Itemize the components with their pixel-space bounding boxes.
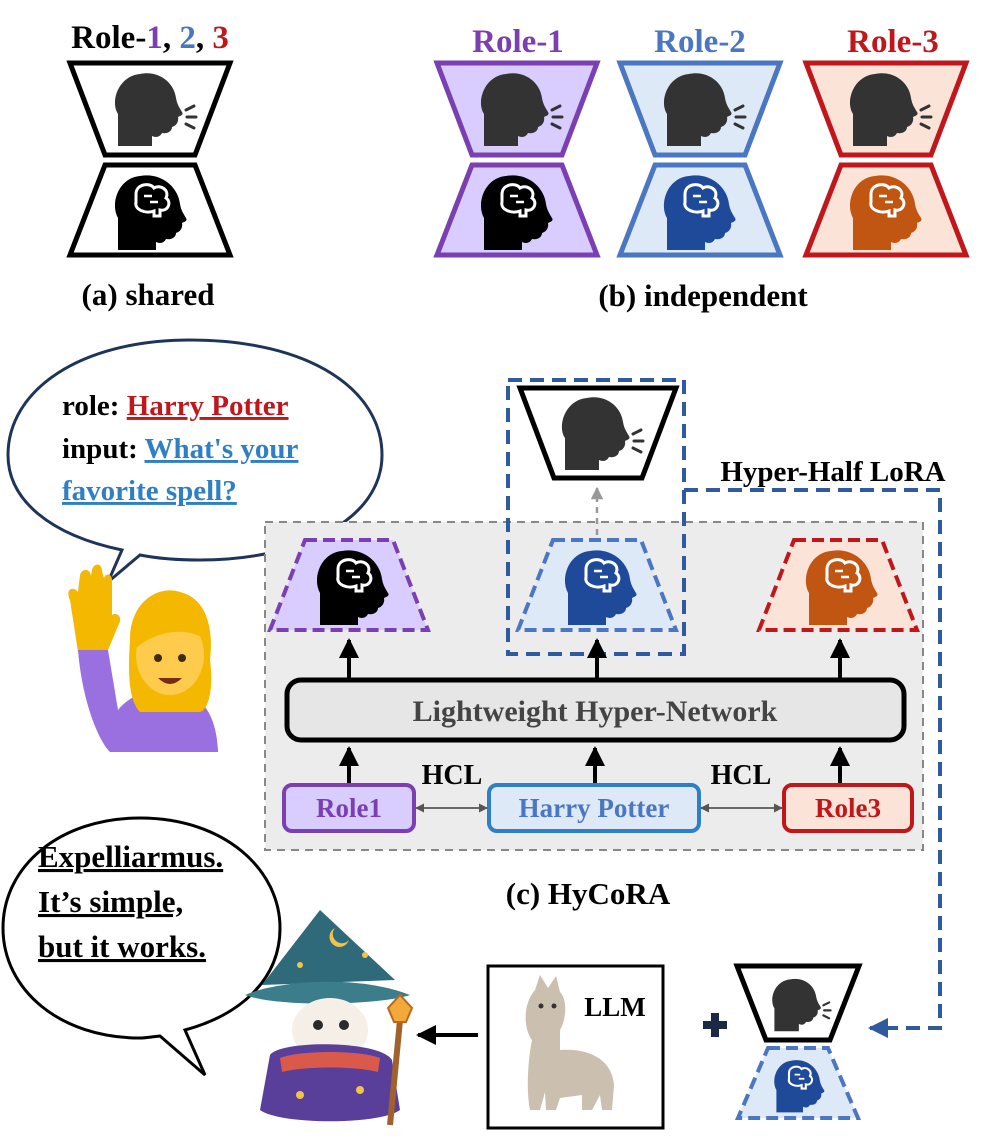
prompt-role-line: role: Harry Potter [62,390,289,422]
plus-icon [703,1013,727,1037]
panel-c-caption: (c) HyCoRA [506,876,671,911]
llm-box [486,964,665,1130]
input-value-line1: What's your [144,433,298,465]
input-value-line2: favorite spell? [62,475,237,507]
hcl-left-label: HCL [422,760,483,791]
panel-a-caption: (a) shared [82,277,215,312]
role-3-title: Role-3 [847,24,939,60]
harry-potter-box [487,783,701,833]
raised-hand-person-icon [68,564,218,752]
panel-b-caption: (b) independent [598,278,808,313]
lightweight-hyper-network-box [284,677,907,743]
role1-box-label: Role1 [316,793,382,823]
prompt-speech-bubble [6,338,384,584]
wizard-llama-icon [245,910,414,1126]
reply-line-1: Expelliarmus. [38,839,223,874]
reply-line-2: It’s simple, [38,884,183,919]
hyper-half-lora-label: Hyper-Half LoRA [720,456,945,488]
role1-box [282,783,416,833]
role3-box [782,783,914,833]
independent-role-1: Role-1 [433,24,601,258]
role-value: Harry Potter [127,390,289,422]
llama-icon [525,975,614,1110]
role3-box-label: Role3 [815,793,881,823]
role-2-title: Role-2 [654,24,746,60]
role-1-title: Role-1 [472,24,564,60]
lightweight-hyper-network-label: Lightweight Hyper-Network [413,695,778,728]
llm-label: LLM [584,992,646,1022]
reply-line-3: but it works. [38,929,206,964]
reply-speech-bubble [1,816,282,1077]
harry-potter-box-label: Harry Potter [519,793,670,823]
hcl-right-label: HCL [711,760,772,791]
prompt-input-line: input: What's your [62,433,298,465]
panel-a-title: Role-1, 2, 3 [71,20,229,56]
independent-role-2: Role-2 [616,24,784,258]
independent-role-3: Role-3 [802,24,970,258]
